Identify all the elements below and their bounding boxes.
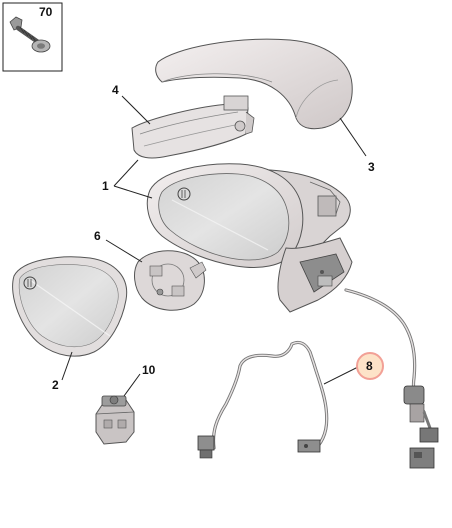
mirror-glass — [12, 256, 128, 357]
heated-mirror-icon — [177, 187, 191, 201]
indicator-lamp — [131, 95, 255, 159]
mirror-adjust-switch — [95, 395, 135, 445]
callout-10: 10 — [142, 363, 156, 377]
connector-right-a — [403, 385, 425, 423]
leader-10 — [123, 373, 141, 397]
callout-8: 8 — [366, 359, 373, 373]
callout-1: 1 — [102, 179, 109, 193]
callout-6: 6 — [94, 229, 101, 243]
callout-4: 4 — [112, 83, 119, 97]
wiring-harness — [197, 288, 439, 469]
inset-label: 70 — [39, 5, 53, 19]
leader-6 — [105, 239, 143, 263]
leader-8 — [323, 365, 361, 385]
callout-2: 2 — [52, 378, 59, 392]
callout-3: 3 — [368, 160, 375, 174]
leader-1b — [113, 185, 153, 199]
connector-left — [197, 435, 215, 459]
connector-bottom — [297, 439, 321, 453]
leader-2 — [61, 351, 73, 381]
leader-lines — [61, 95, 367, 397]
highlight-callout-8 — [356, 352, 384, 380]
mirror-housing-assembly — [146, 163, 353, 313]
mirror-actuator — [134, 250, 207, 311]
connector-right-b — [409, 411, 439, 469]
leader-1a — [113, 159, 139, 187]
inset-bolt-box: 70 — [2, 2, 63, 72]
leader-3 — [339, 117, 367, 157]
heated-glass-icon — [23, 276, 37, 290]
mirror-cover — [155, 38, 353, 130]
leader-4 — [121, 95, 151, 125]
bolt-icon — [9, 16, 51, 53]
